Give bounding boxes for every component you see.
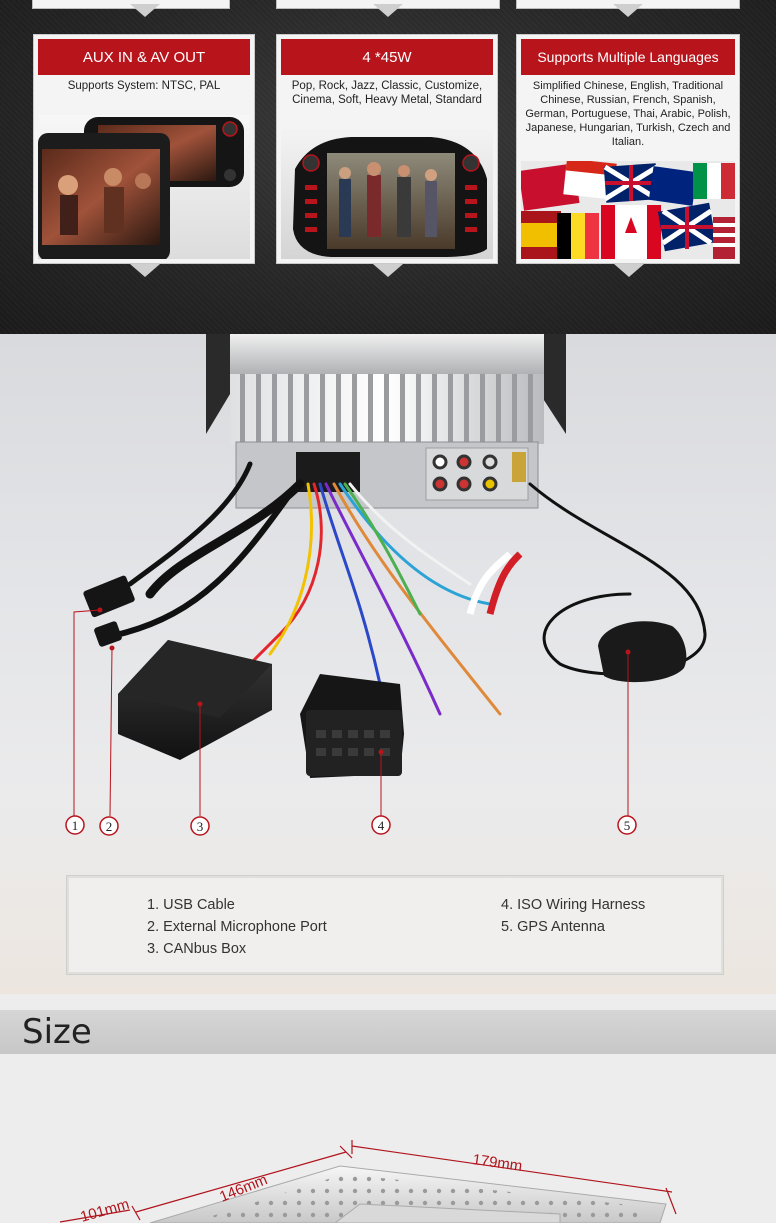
marker-label: 4 [378,818,385,833]
size-header-bar [0,1010,776,1054]
pointer-arrow [130,4,160,17]
marker-5 [617,815,637,835]
size-diagram: 179mm 146mm 101mm [0,1054,776,1223]
card-description: Simplified Chinese, English, Traditional… [525,80,731,148]
features-section: AUX IN & AV OUT Supports System: NTSC, P… [0,0,776,334]
legend-left-column: 1. USB Cable 2. External Microphone Port… [147,894,327,960]
pointer-arrow [130,264,160,277]
components-section: 1 2 3 4 5 1. USB Cable 2. External Micro… [0,334,776,994]
product-photo: 1 2 3 4 5 [65,334,707,836]
head-unit-image [281,129,493,259]
feature-card-audio: 4 *45W Pop, Rock, Jazz, Classic, Customi… [276,34,498,264]
feature-card-aux: AUX IN & AV OUT Supports System: NTSC, P… [33,34,255,264]
headrest-monitor-image [38,115,250,259]
marker-label: 2 [106,819,113,834]
marker-3 [190,816,210,836]
size-title: Size [22,1012,92,1052]
flags-image [521,161,735,259]
card-title: AUX IN & AV OUT [38,39,250,75]
dimension-height-label: 101mm [78,1196,131,1223]
card-title: 4 *45W [281,39,493,75]
dimension-width-label: 179mm [471,1151,523,1175]
section-gap [0,994,776,1010]
marker-label: 3 [197,819,204,834]
legend-item-microphone-port: 2. External Microphone Port [147,919,327,935]
pointer-arrow [373,4,403,17]
pointer-arrow [373,264,403,277]
marker-1 [65,815,85,835]
marker-label: 1 [72,818,79,833]
legend-item-iso-harness: 4. ISO Wiring Harness [501,897,646,913]
card-description: Pop, Rock, Jazz, Classic, Customize, Cin… [291,80,483,106]
marker-label: 5 [624,818,631,833]
pointer-arrow [614,264,644,277]
components-legend: 1. USB Cable 2. External Microphone Port… [66,875,724,975]
marker-2 [99,816,119,836]
pointer-arrow [613,4,643,17]
card-description: Supports System: NTSC, PAL [67,80,221,92]
legend-right-column: 4. ISO Wiring Harness 5. GPS Antenna [501,894,645,938]
legend-item-canbus-box: 3. CANbus Box [147,941,247,957]
marker-4 [371,815,391,835]
legend-item-gps-antenna: 5. GPS Antenna [501,919,605,935]
legend-item-usb-cable: 1. USB Cable [147,897,235,913]
feature-card-languages: Supports Multiple Languages Simplified C… [516,34,740,264]
card-title: Supports Multiple Languages [521,39,735,75]
